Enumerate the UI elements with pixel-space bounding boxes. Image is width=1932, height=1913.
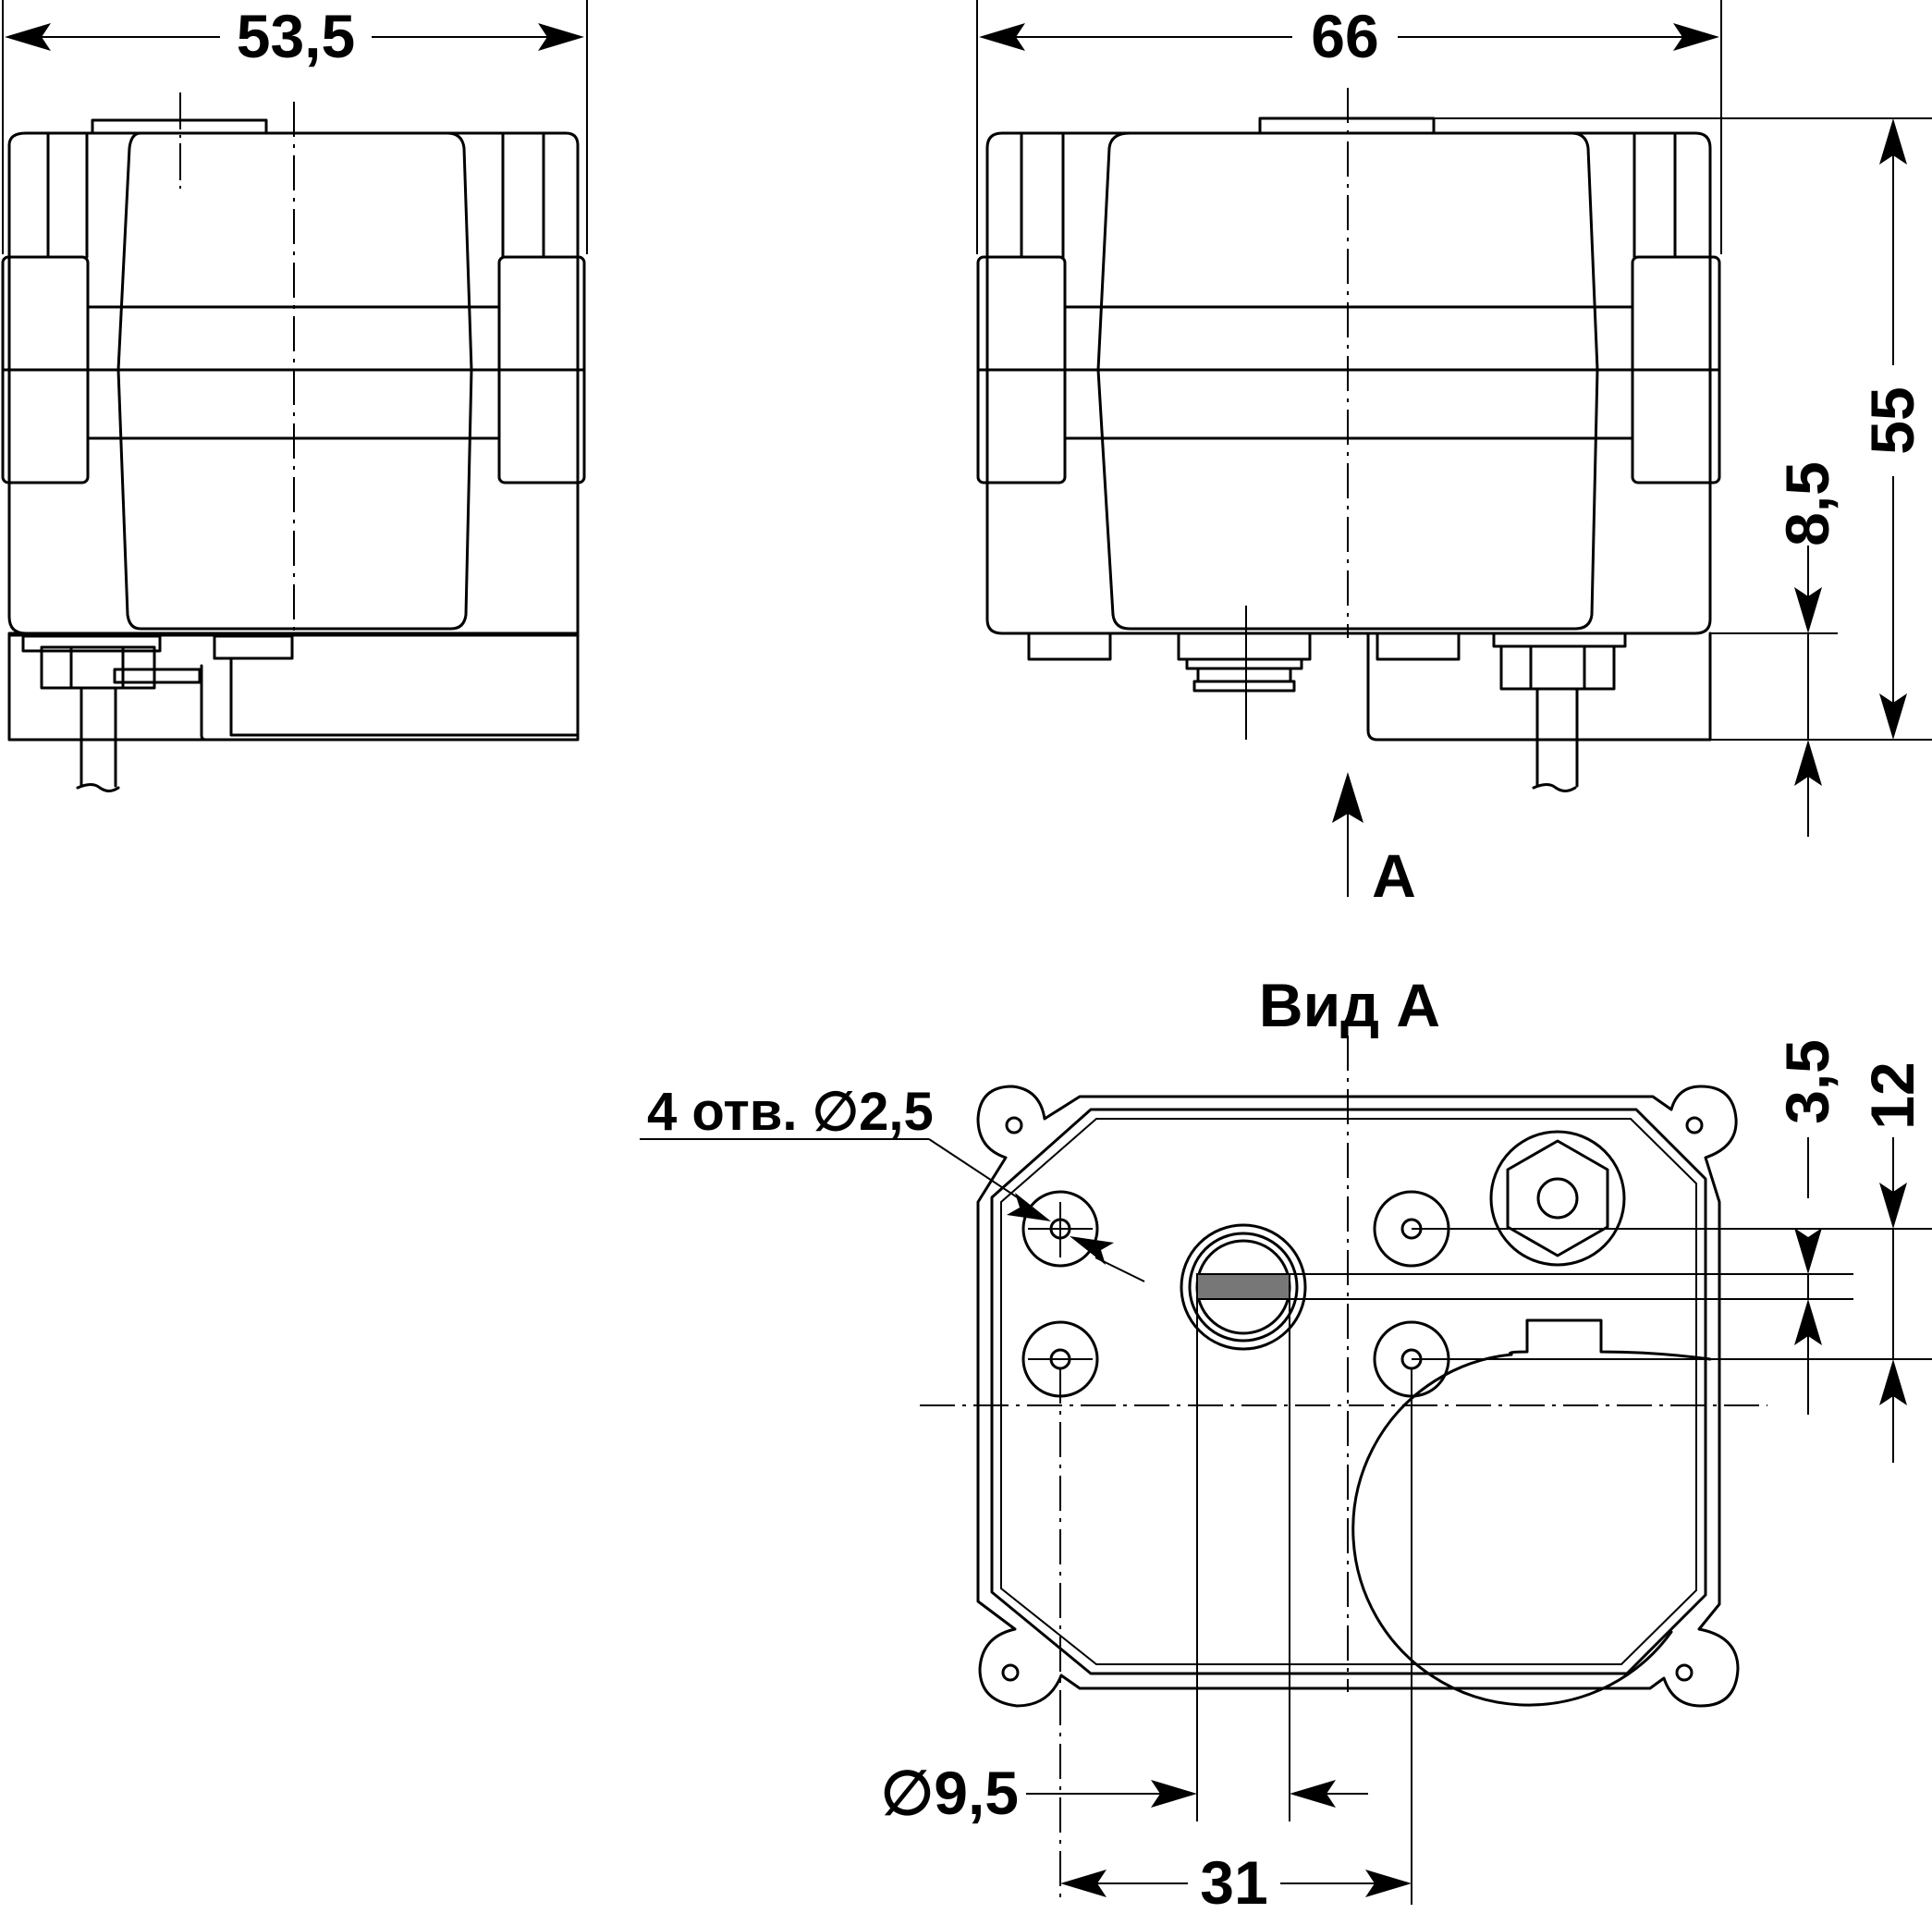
dim-height-offset: 8,5: [1773, 461, 1841, 546]
dim-hole-spacing: 31: [1200, 1848, 1267, 1913]
front-view: 66 55 8,5: [976, 0, 1932, 837]
view-arrow-label: A: [1372, 841, 1416, 910]
dim-side-width: 53,5: [237, 2, 355, 70]
hex-nut: [1489, 1130, 1626, 1267]
holes-note: 4 отв. ∅2,5: [647, 1082, 934, 1142]
dim-height-total: 55: [1858, 386, 1926, 454]
dim-hole-offset-small: 3,5: [1773, 1039, 1841, 1124]
side-view: 53,5: [1, 0, 588, 792]
shaft: [1180, 1223, 1307, 1351]
view-title: Вид A: [1259, 971, 1440, 1039]
view-a: Вид A: [640, 971, 1932, 1913]
dim-front-width: 66: [1311, 2, 1378, 70]
dim-shaft-diameter: ∅9,5: [881, 1759, 1019, 1827]
dim-hole-offset-large: 12: [1858, 1061, 1926, 1129]
view-arrow: A: [1332, 772, 1416, 910]
